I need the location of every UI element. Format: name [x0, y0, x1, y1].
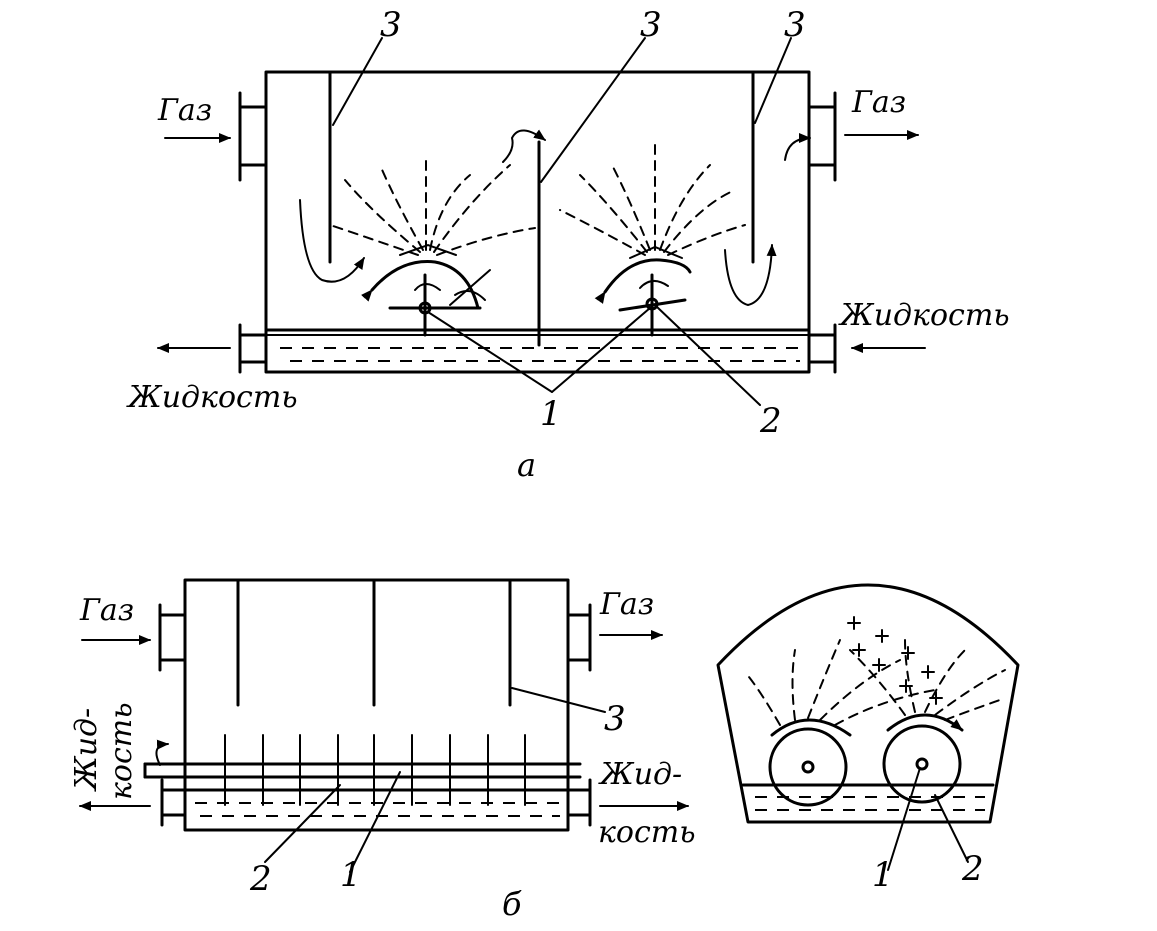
figure-a: Газ Газ Жидкость Жидкость 3 3 3 1 2 а [126, 5, 1010, 484]
spray-left-a [329, 154, 536, 256]
gas-out-label-b: Газ [599, 587, 654, 622]
gas-out-label-a: Газ [851, 85, 906, 120]
leader-3-left-a [332, 37, 383, 126]
vessel-b [183, 578, 570, 832]
liquid-label-right-line1-b: Жид- [598, 757, 682, 792]
callout-3-mid-a: 3 [640, 5, 662, 45]
liquid-layer-b [195, 802, 560, 817]
spray-right-a [559, 139, 746, 259]
liquid-inlet-nozzle-a [807, 323, 837, 374]
liquid-outlet-nozzle-a [238, 323, 268, 374]
gas-flow-arrow-right-a [724, 244, 777, 307]
impeller-right-a [618, 273, 687, 337]
gas-outlet-nozzle-a [807, 91, 837, 182]
disc-left-section [768, 727, 848, 807]
liquid-layer-section [755, 796, 985, 811]
liquid-layer-a [280, 347, 800, 362]
caption-b: б [502, 885, 522, 923]
rotation-arrow-b [155, 739, 169, 766]
leader-1-section [887, 767, 921, 871]
liquid-label-left-line2-b: кость [104, 702, 139, 800]
leader-3-mid-a [540, 37, 646, 183]
leader-3-b [511, 687, 606, 713]
leader-3-right-a [754, 37, 792, 124]
discs-b [224, 734, 526, 806]
gas-flow-arrow-mid-a [502, 129, 546, 163]
vessel-a [264, 70, 811, 374]
callout-1-a: 1 [540, 394, 562, 434]
gas-inlet-nozzle-a [238, 91, 268, 182]
callout-1-section: 1 [872, 855, 894, 895]
leader-2-section [934, 794, 969, 863]
leader-2-a [655, 305, 761, 406]
liquid-label-left-line1-b: Жид- [69, 708, 104, 792]
gas-in-label-b: Газ [79, 593, 134, 628]
callout-3-b: 3 [604, 699, 626, 739]
liquid-out-label-a: Жидкость [126, 380, 298, 415]
gas-in-label-a: Газ [157, 93, 212, 128]
shaft-b [143, 762, 582, 779]
film-left-section [770, 718, 852, 737]
liquid-in-label-a: Жидкость [838, 298, 1010, 333]
figure-b: Газ Газ Жид- кость Жид- кость 3 2 1 б [69, 578, 696, 923]
liquid-nozzle-right-b [566, 778, 592, 827]
liquid-label-right-line2-b: кость [598, 815, 696, 850]
section-housing [716, 583, 1020, 824]
impeller-left-a [388, 269, 491, 337]
disc-right-section [882, 724, 962, 804]
callout-2-section: 2 [961, 849, 984, 889]
leader-2-b [264, 784, 341, 863]
droplet-crosses-section [847, 616, 943, 705]
spray-section [744, 639, 1006, 726]
film-right-section [886, 713, 964, 732]
leader-1b-a [551, 307, 651, 393]
caption-a: а [517, 446, 536, 484]
gas-inlet-nozzle-b [158, 603, 187, 672]
gas-exit-arrow-a [784, 133, 811, 161]
liquid-nozzle-left-b [160, 778, 187, 827]
callout-3-right-a: 3 [784, 5, 806, 45]
leader-1a-a [427, 311, 553, 393]
callout-2-b: 2 [249, 859, 272, 899]
callout-1-b: 1 [340, 855, 362, 895]
callout-3-left-a: 3 [380, 5, 402, 45]
gas-flow-arrow-left-a [299, 199, 365, 283]
figure-b-section: 1 2 [716, 583, 1020, 895]
gas-outlet-nozzle-b [566, 603, 592, 672]
leader-1-b [349, 771, 401, 873]
callout-2-a: 2 [759, 401, 782, 441]
rotation-arrow-right-a [594, 258, 692, 304]
